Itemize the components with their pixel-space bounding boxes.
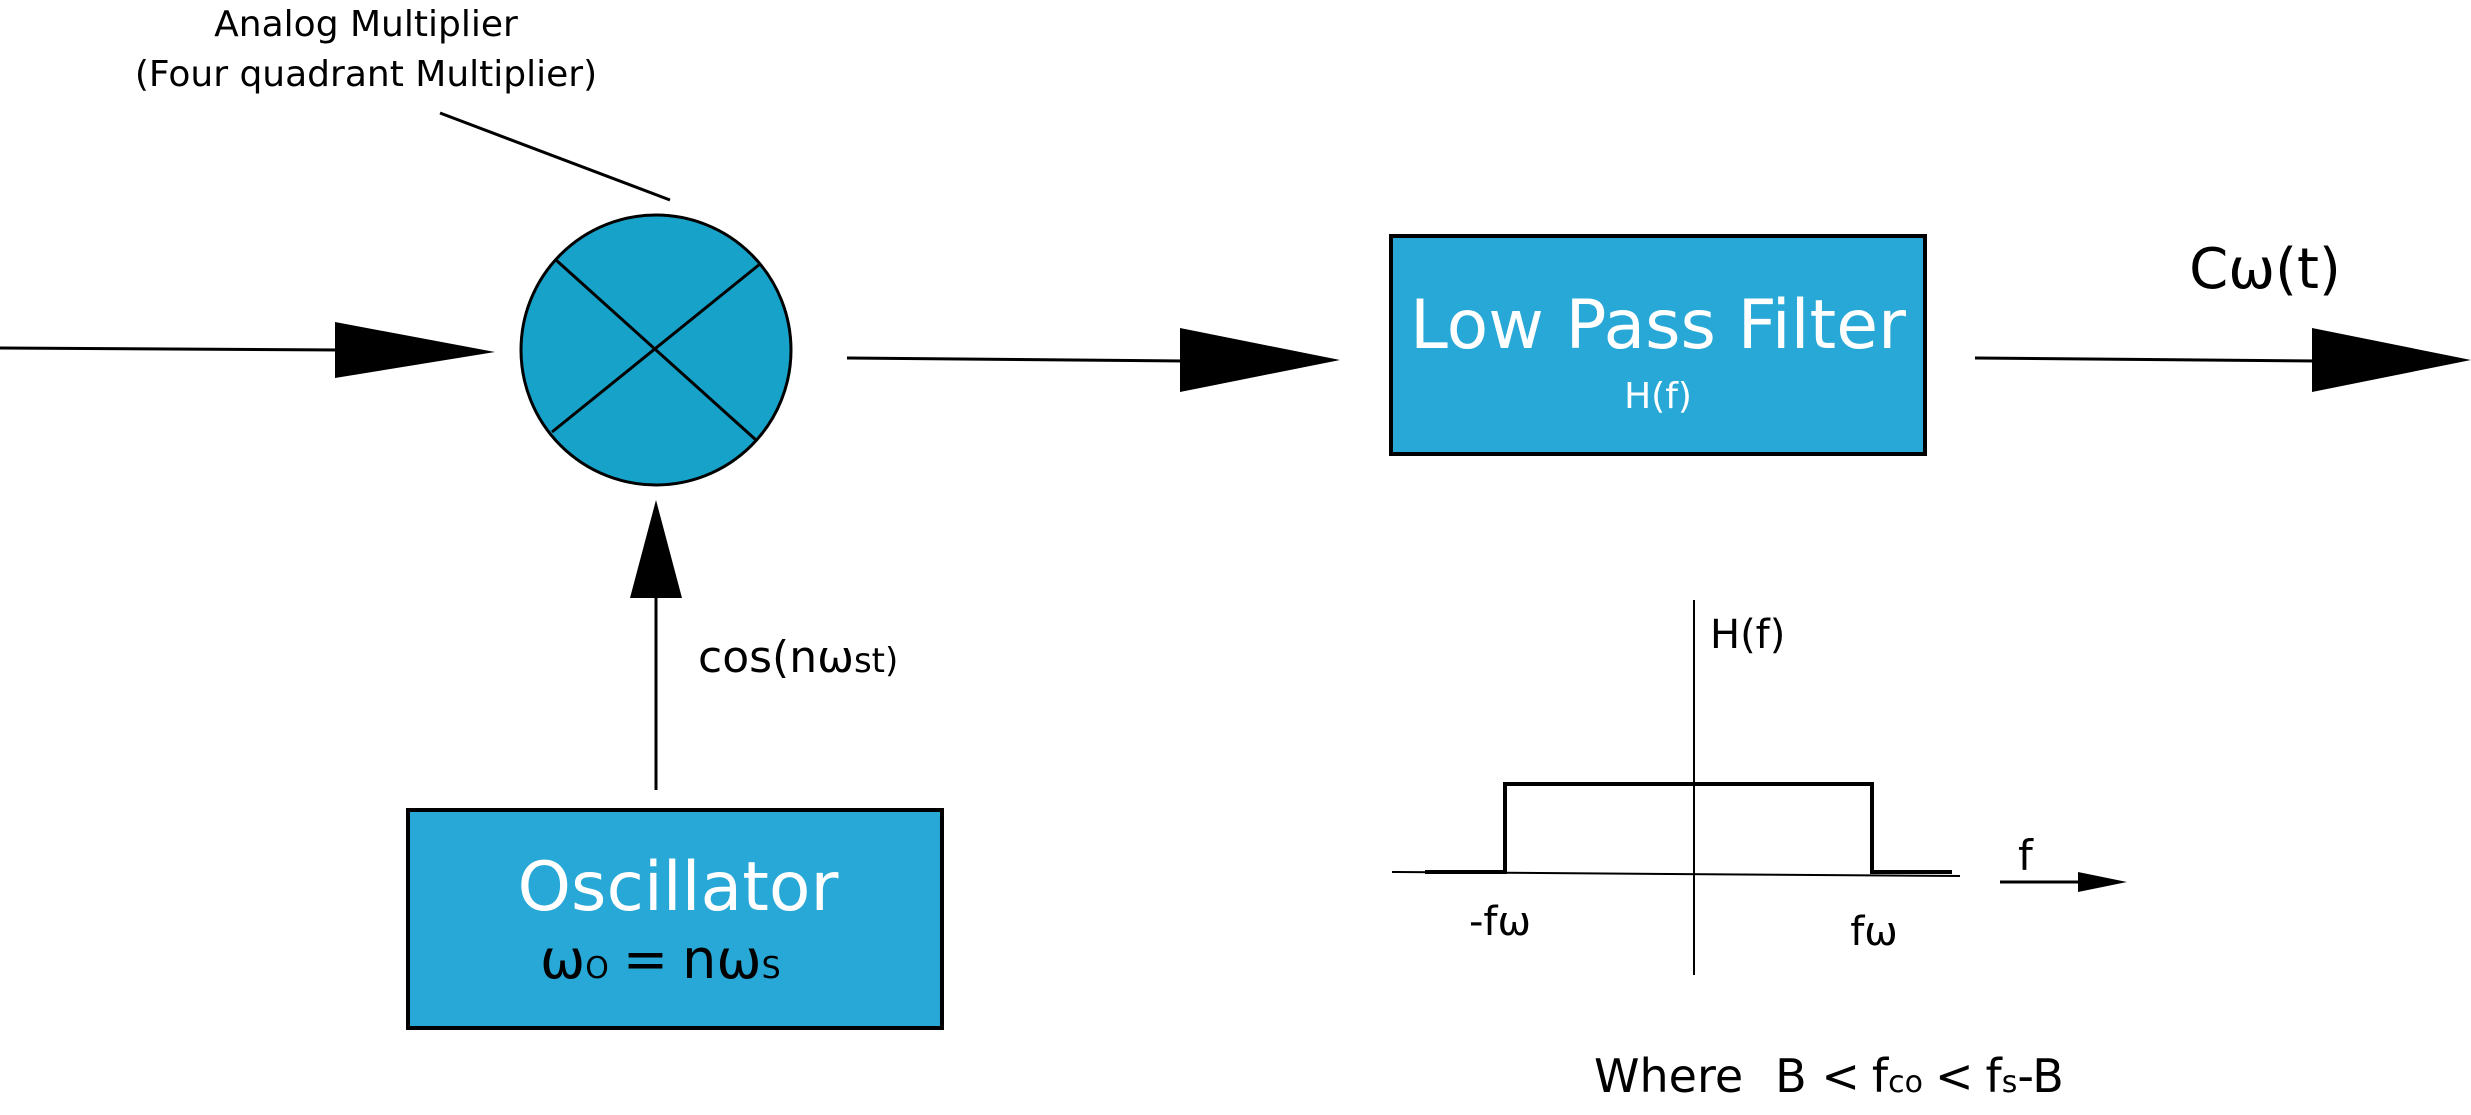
filter-title: Low Pass Filter — [1410, 286, 1906, 365]
oscillator-signal-label: cos(nωst) — [698, 632, 898, 683]
multiplier-icon — [519, 213, 793, 487]
oscillator-equation: ωO=nωS — [540, 928, 781, 991]
oscillator-arrow-head — [630, 500, 682, 598]
plot-pos-cutoff: fω — [1850, 909, 1898, 955]
output-signal-line — [1974, 356, 2321, 363]
multiplier-label-line1: Analog Multiplier — [214, 4, 518, 45]
multiplier-leader-line — [439, 111, 671, 202]
plot-x-label: f — [2018, 831, 2034, 880]
mixer-output-line — [846, 356, 1186, 363]
plot-y-label: H(f) — [1710, 612, 1785, 658]
input-arrow-head — [335, 322, 495, 378]
filter-response-curve — [1425, 782, 1952, 874]
input-signal-line — [0, 346, 341, 352]
oscillator-block — [406, 808, 944, 1030]
low-pass-filter-block — [1389, 234, 1927, 456]
output-label: Cω(t) — [2189, 237, 2341, 302]
filter-subtitle: H(f) — [1624, 376, 1692, 417]
plot-x-arrow-head — [2078, 872, 2127, 892]
mixer-output-arrow-head — [1180, 328, 1340, 392]
plot-neg-cutoff: -fω — [1469, 899, 1531, 945]
multiplier-label-line2: (Four quadrant Multiplier) — [135, 54, 597, 95]
frequency-response-plot: H(f) -fω fω f — [1391, 600, 2127, 975]
oscillator-title: Oscillator — [518, 848, 839, 927]
output-arrow-head — [2312, 328, 2471, 392]
